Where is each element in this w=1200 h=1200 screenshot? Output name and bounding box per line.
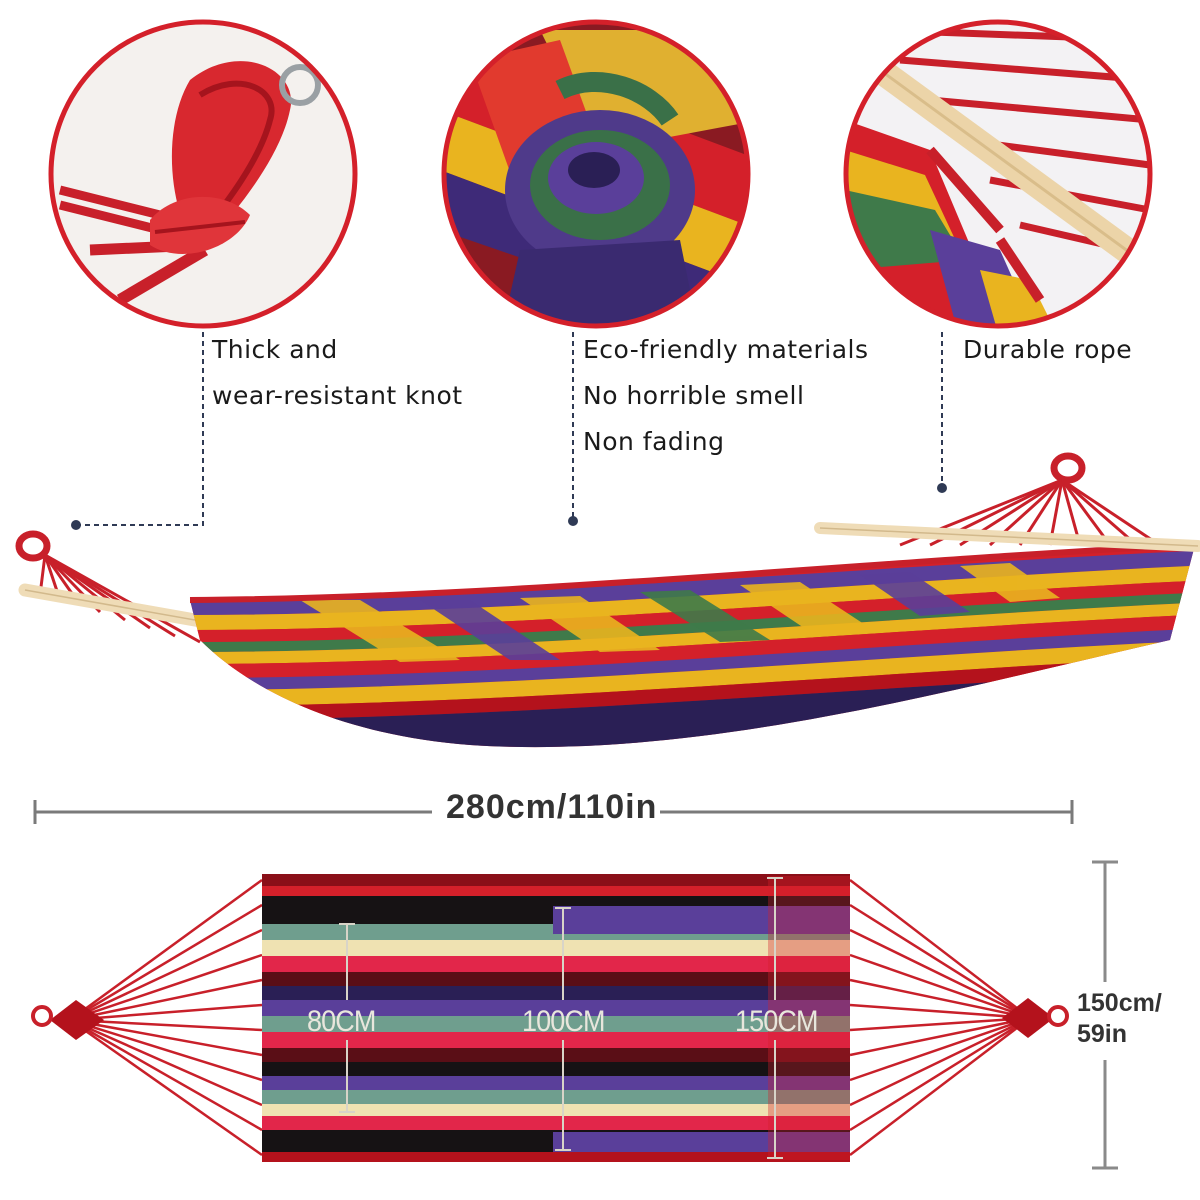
fabric-closeup-image	[441, 19, 751, 329]
materials-feature-line-1: Eco-friendly materials	[583, 335, 869, 364]
rope-closeup-image	[843, 19, 1153, 329]
knot-feature-line-2: wear-resistant knot	[212, 381, 463, 410]
size-label-100: 100CM	[522, 1005, 605, 1038]
materials-feature-line-2: No horrible smell	[583, 381, 805, 410]
right-ropes	[849, 879, 1031, 1156]
materials-feature-text: Eco-friendly materials No horrible smell…	[583, 327, 869, 465]
leader-dot-materials	[568, 516, 578, 526]
hammock-photo	[15, 452, 1200, 748]
leader-dot-knot	[71, 520, 81, 530]
materials-feature-line-3: Non fading	[583, 427, 725, 456]
left-ropes	[69, 878, 263, 1157]
knot-feature-text: Thick and wear-resistant knot	[212, 327, 463, 419]
width-label-line-2: 59in	[1077, 1020, 1128, 1048]
leader-dot-rope	[937, 483, 947, 493]
size-markers	[339, 877, 783, 1159]
width-label-line-1: 150cm/	[1077, 989, 1162, 1017]
length-label: 280cm/110in	[446, 788, 658, 826]
width-label: 150cm/ 59in	[1077, 988, 1162, 1050]
width-dimension-line	[1092, 860, 1118, 1170]
rope-feature-text: Durable rope	[963, 327, 1132, 373]
rope-feature-line-1: Durable rope	[963, 335, 1133, 364]
size-label-80: 80CM	[307, 1005, 376, 1038]
length-dimension-line	[33, 800, 1074, 824]
leader-lines	[76, 332, 943, 526]
size-label-150: 150CM	[735, 1005, 818, 1038]
knot-closeup-image	[48, 19, 358, 329]
size-diagram	[31, 874, 1069, 1162]
knot-feature-line-1: Thick and	[212, 335, 338, 364]
